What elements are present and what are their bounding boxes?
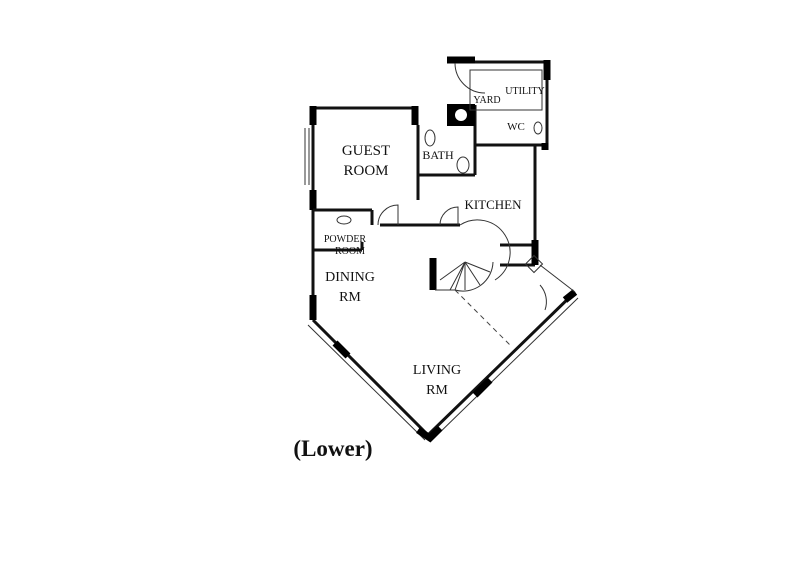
toilet-icon [424,129,436,147]
yard-label: YARD [473,95,500,106]
dining-rm-label: RM [339,290,361,305]
guest-room-label: ROOM [343,163,388,179]
bath-label: BATH [422,148,454,162]
powder-room-label: ROOM [335,246,365,257]
dining-rm-label: DINING [325,270,375,285]
walls [304,56,579,443]
utility-label: UTILITY [505,86,544,97]
living-rm-label: LIVING [413,363,461,378]
basin-icon [336,215,352,225]
living-rm-label: RM [426,383,448,398]
wc-label: WC [507,121,525,133]
room-labels: GUEST ROOM BATH YARD UTILITY WC KITCHEN … [324,86,545,398]
toilet-icon [455,109,467,121]
toilet-icon [533,121,543,135]
guest-room-label: GUEST [342,143,390,159]
column-icon [524,254,544,274]
sink-icon [456,156,470,174]
kitchen-label: KITCHEN [464,197,522,212]
powder-room-label: POWDER [324,234,367,245]
floor-caption: (Lower) [293,436,372,461]
